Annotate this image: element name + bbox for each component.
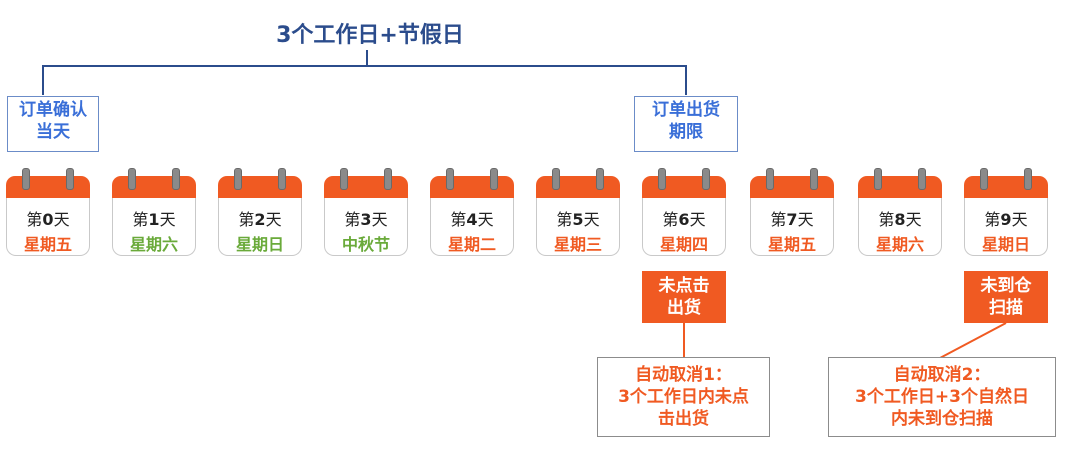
calendar-ring-icon [340,168,348,190]
weekday-label: 星期三 [553,235,602,254]
cancel2-line3: 内未到仓扫描 [891,409,993,429]
order-deadline-line1: 订单出货 [652,100,720,120]
not-shipped-line2: 出货 [667,298,701,318]
not-shipped-line1: 未点击 [658,276,710,296]
cancel1-line1: 自动取消1： [635,365,732,385]
calendar-header [112,176,196,202]
calendar-ring-icon [552,168,560,190]
calendar-ring-icon [766,168,774,190]
connector-cancel1 [683,323,685,358]
weekday-label: 星期四 [659,235,708,254]
day-label: 第2天 [238,210,282,229]
bracket-bar [42,65,687,67]
weekday-label: 星期五 [23,235,72,254]
day-label: 第4天 [450,210,494,229]
calendar-day-4: 第4天星期二 [430,168,514,256]
calendar-body [112,198,196,256]
calendar-ring-icon [172,168,180,190]
calendar-header [642,176,726,202]
calendar-day-7: 第7天星期五 [750,168,834,256]
weekday-label: 中秋节 [341,235,390,254]
weekday-label: 星期日 [981,235,1030,254]
order-confirm-line1: 订单确认 [19,100,87,120]
not-scanned-line1: 未到仓 [980,276,1032,296]
cancel2-line1: 自动取消2： [893,365,991,385]
bracket-stem [366,50,368,66]
weekday-label: 星期六 [129,235,178,254]
calendar-ring-icon [234,168,242,190]
auto-cancel-1-note: 自动取消1： 3个工作日内未点 击出货 [597,357,770,437]
day-label: 第1天 [132,210,176,229]
calendar-day-8: 第8天星期六 [858,168,942,256]
cancel1-line3: 击出货 [658,409,709,429]
calendar-header [6,176,90,202]
calendar-day-9: 第9天星期日 [964,168,1048,256]
calendar-ring-icon [810,168,818,190]
calendar-day-3: 第3天中秋节 [324,168,408,256]
calendar-header [964,176,1048,202]
order-confirm-line2: 当天 [36,122,70,142]
calendar-ring-icon [128,168,136,190]
calendar-ring-icon [384,168,392,190]
order-confirm-marker: 订单确认 当天 [7,96,99,152]
calendar-header [324,176,408,202]
day-label: 第0天 [26,210,70,229]
calendar-day-1: 第1天星期六 [112,168,196,256]
calendar-ring-icon [918,168,926,190]
not-scanned-tag: 未到仓 扫描 [964,271,1048,323]
calendar-header [858,176,942,202]
calendar-body [750,198,834,256]
day-label: 第6天 [662,210,706,229]
day-label: 第5天 [556,210,600,229]
calendar-ring-icon [874,168,882,190]
calendar-ring-icon [446,168,454,190]
calendar-header [430,176,514,202]
weekday-label: 星期五 [767,235,816,254]
calendar-body [218,198,302,256]
calendar-ring-icon [22,168,30,190]
cancel2-line2: 3个工作日+3个自然日 [855,387,1029,407]
day-label: 第7天 [770,210,814,229]
calendar-day-6: 第6天星期四 [642,168,726,256]
weekday-label: 星期六 [875,235,924,254]
calendar-body [324,198,408,256]
weekday-label: 星期二 [447,235,496,254]
calendar-ring-icon [1024,168,1032,190]
calendar-ring-icon [658,168,666,190]
not-shipped-tag: 未点击 出货 [642,271,726,323]
calendar-body [858,198,942,256]
calendar-ring-icon [596,168,604,190]
day-label: 第8天 [878,210,922,229]
day-label: 第3天 [344,210,388,229]
calendar-ring-icon [702,168,710,190]
calendar-ring-icon [490,168,498,190]
bracket-left-leg [42,65,44,95]
diagram-title: 3个工作日+节假日 [276,23,464,48]
calendar-day-5: 第5天星期三 [536,168,620,256]
calendar-header [536,176,620,202]
calendar-header [218,176,302,202]
order-deadline-marker: 订单出货 期限 [634,96,738,152]
calendar-ring-icon [278,168,286,190]
day-label: 第9天 [984,210,1028,229]
calendar-ring-icon [980,168,988,190]
auto-cancel-2-note: 自动取消2： 3个工作日+3个自然日 内未到仓扫描 [828,357,1056,437]
cancel1-line2: 3个工作日内未点 [618,387,749,407]
calendar-header [750,176,834,202]
calendar-body [6,198,90,256]
calendar-day-0: 第0天星期五 [6,168,90,256]
weekday-label: 星期日 [235,235,284,254]
calendar-day-2: 第2天星期日 [218,168,302,256]
calendar-body [430,198,514,256]
calendar-ring-icon [66,168,74,190]
bracket-right-leg [685,65,687,95]
calendar-body [964,198,1048,256]
calendar-body [536,198,620,256]
not-scanned-line2: 扫描 [989,298,1023,318]
calendar-body [642,198,726,256]
order-deadline-line2: 期限 [669,122,703,142]
